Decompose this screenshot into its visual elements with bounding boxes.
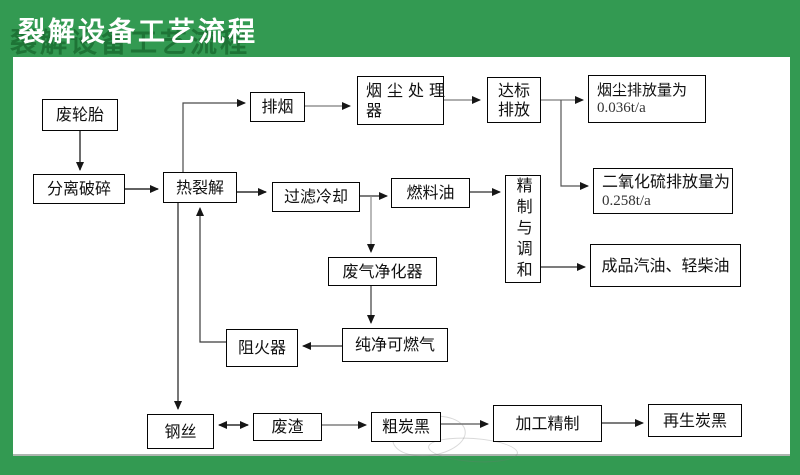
- node-label-line2: 排放: [497, 100, 530, 119]
- node-waste-tire: 废轮胎: [42, 99, 118, 131]
- node-steel-wire: 钢丝: [147, 414, 214, 449]
- node-flame-arrester: 阻火器: [226, 329, 298, 367]
- node-refining-blending: 精制与调和: [505, 175, 541, 283]
- arrow-branch-to-so2-emission: [560, 100, 589, 190]
- node-label: 废气净化器: [342, 261, 423, 281]
- node-label: 热裂解: [175, 177, 224, 197]
- node-pyrolysis: 热裂解: [163, 172, 237, 203]
- slide-header: 裂解设备工艺流程: [0, 0, 800, 57]
- node-label-line1: 达标: [497, 80, 530, 100]
- node-dust-processor: 烟尘处理 器: [357, 76, 445, 125]
- node-waste-residue: 废渣: [253, 413, 322, 441]
- node-gas-purifier: 废气净化器: [328, 257, 437, 286]
- node-label: 阻火器: [237, 338, 286, 358]
- node-label-line1: 二氧化硫排放量为: [602, 172, 731, 192]
- node-label: 钢丝: [164, 421, 197, 441]
- node-so2-emission: 二氧化硫排放量为 0.258t/a: [593, 168, 733, 214]
- node-processing-refining: 加工精制: [493, 405, 602, 442]
- node-standard-discharge: 达标 排放: [487, 77, 541, 123]
- node-dust-emission: 烟尘排放量为 0.036t/a: [588, 75, 706, 123]
- node-label-line2: 器: [366, 100, 388, 120]
- node-separation-crushing: 分离破碎: [33, 174, 125, 204]
- node-label-line1: 烟尘排放量为: [597, 81, 688, 99]
- node-regenerated-carbon-black: 再生炭黑: [648, 404, 742, 437]
- node-pure-gas: 纯净可燃气: [342, 328, 448, 362]
- arrow-flame-arrester-to-pyrolysis: [196, 207, 226, 343]
- node-label: 废轮胎: [55, 105, 104, 125]
- node-label: 加工精制: [515, 413, 580, 433]
- page-title: 裂解设备工艺流程: [18, 17, 258, 48]
- node-smoke-exhaust: 排烟: [250, 92, 305, 122]
- node-label: 燃料油: [406, 183, 455, 203]
- node-label-line2: 0.036t/a: [597, 100, 646, 116]
- node-label-line1: 烟尘处理: [366, 81, 451, 101]
- arrow-pyrolysis-to-exhaust: [182, 99, 246, 172]
- node-label-line2: 0.258t/a: [602, 192, 651, 209]
- node-crude-carbon-black: 粗炭黑: [371, 412, 441, 442]
- node-fuel-oil: 燃料油: [391, 178, 470, 208]
- node-label: 粗炭黑: [381, 417, 430, 437]
- node-label: 过滤冷却: [283, 187, 348, 207]
- node-label: 纯净可燃气: [354, 335, 435, 355]
- node-label: 排烟: [261, 97, 294, 117]
- node-filter-cooling: 过滤冷却: [272, 182, 360, 212]
- node-label: 废渣: [271, 417, 304, 437]
- node-label: 成品汽油、轻柴油: [601, 255, 730, 275]
- node-label: 分离破碎: [46, 179, 111, 199]
- node-label: 再生炭黑: [662, 410, 727, 430]
- node-label: 精制与调和: [513, 176, 533, 282]
- node-finished-oils: 成品汽油、轻柴油: [590, 244, 741, 287]
